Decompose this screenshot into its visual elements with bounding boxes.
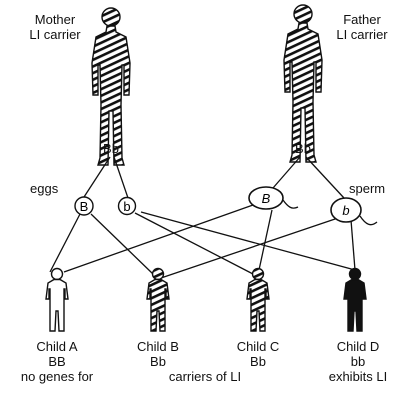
mother-name: Mother xyxy=(20,12,90,27)
child-d-note: exhibits LI xyxy=(318,369,398,384)
egg-b: b xyxy=(119,198,136,215)
egg-B: B xyxy=(75,197,93,215)
child-d-name: Child D xyxy=(318,339,398,354)
eggs-label: eggs xyxy=(30,181,58,196)
child-c-name: Child C xyxy=(218,339,298,354)
child-a-name: Child A xyxy=(17,339,97,354)
fertilization-lines xyxy=(50,205,355,278)
egg-allele-label: b xyxy=(123,199,130,214)
child-c-genotype: Bb xyxy=(218,354,298,369)
child-b-label: Child B Bb xyxy=(118,339,198,369)
father-figure xyxy=(284,5,322,162)
child-b-figure xyxy=(147,269,169,332)
child-c-figure xyxy=(247,269,269,332)
child-a-genotype: BB xyxy=(17,354,97,369)
child-d-figure xyxy=(344,269,366,332)
sperm-b: b xyxy=(331,198,377,225)
father-label: Father LI carrier xyxy=(326,12,398,42)
child-d-label: Child D bb exhibits LI xyxy=(318,339,398,384)
father-status: LI carrier xyxy=(326,27,398,42)
child-b-name: Child B xyxy=(118,339,198,354)
child-a-note: no genes for xyxy=(17,369,97,384)
child-a-label: Child A BB no genes for xyxy=(17,339,97,384)
sperm-label: sperm xyxy=(349,181,385,196)
sperm-B: B xyxy=(249,187,298,209)
sperm-allele-label: B xyxy=(262,191,271,206)
mother-genotype: Bb xyxy=(96,141,126,156)
child-b-genotype: Bb xyxy=(118,354,198,369)
child-a-figure xyxy=(46,269,68,332)
carriers-note: carriers of LI xyxy=(150,369,260,384)
child-c-label: Child C Bb xyxy=(218,339,298,369)
egg-allele-label: B xyxy=(80,199,89,214)
father-genotype: Bb xyxy=(288,141,318,156)
sperm-allele-label: b xyxy=(342,203,349,218)
child-d-genotype: bb xyxy=(318,354,398,369)
father-name: Father xyxy=(326,12,398,27)
mother-status: LI carrier xyxy=(20,27,90,42)
mother-label: Mother LI carrier xyxy=(20,12,90,42)
